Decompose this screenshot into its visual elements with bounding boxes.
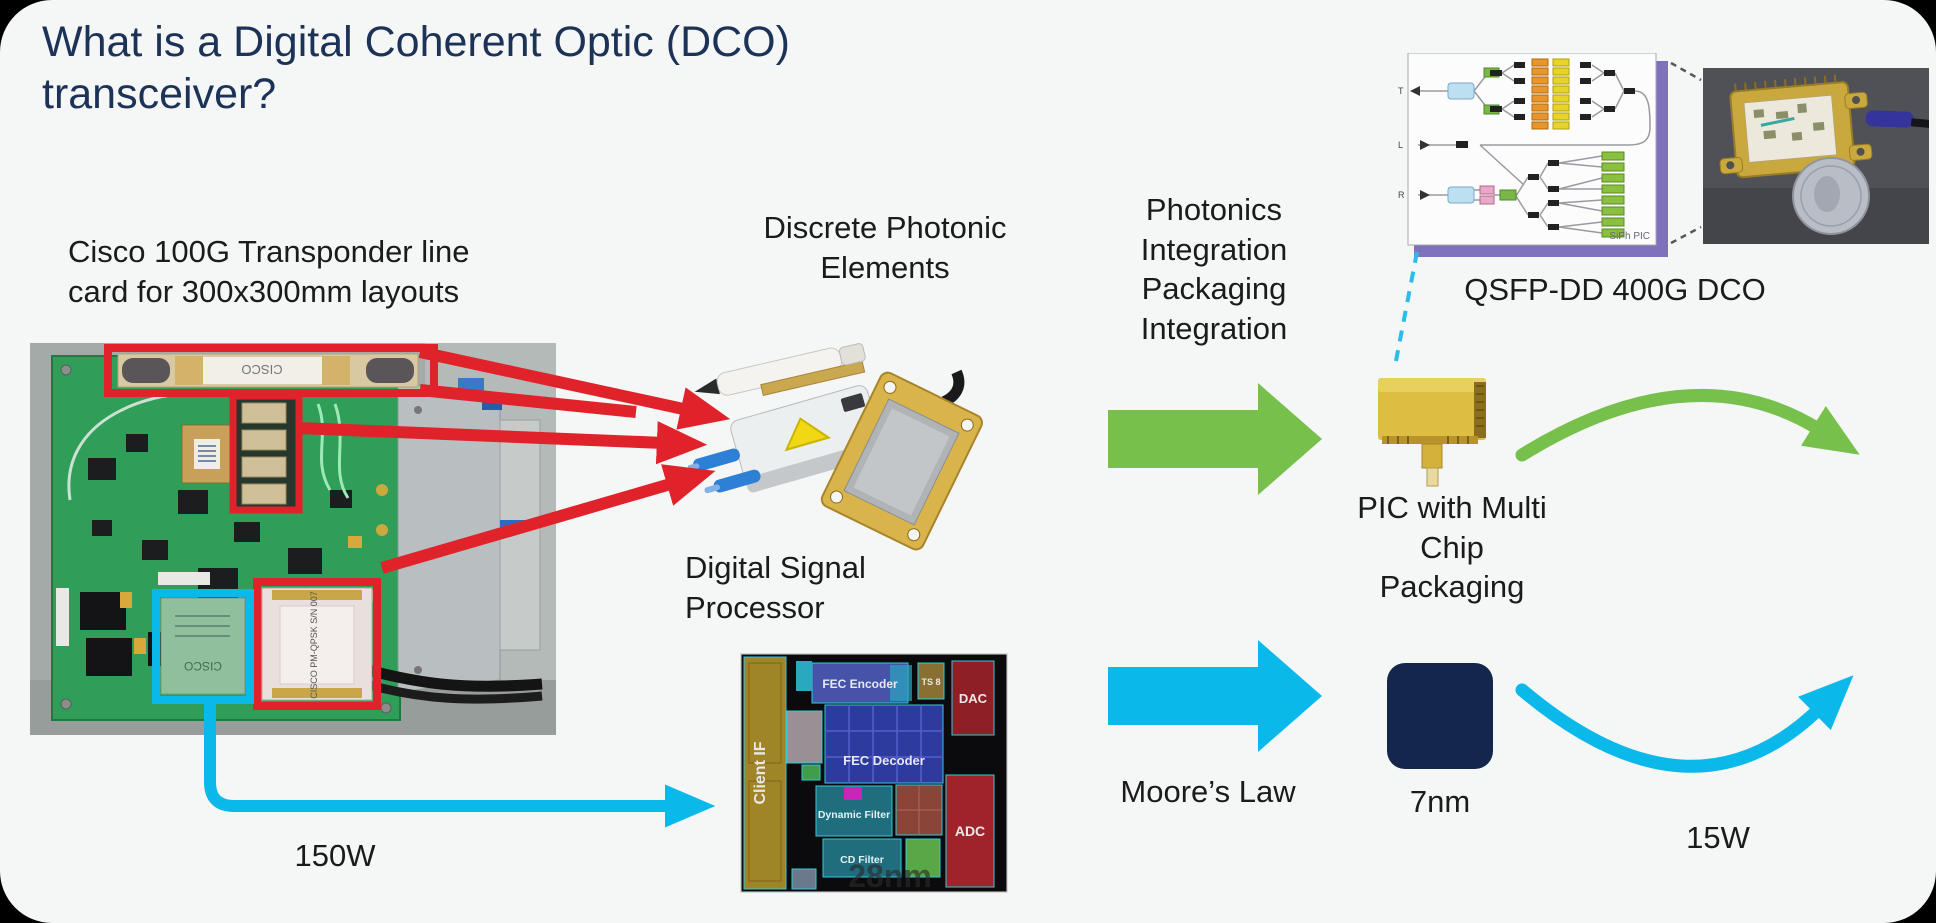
butterfly-package [820, 369, 983, 551]
die-ts [917, 662, 945, 700]
page-title: What is a Digital Coherent Optic (DCO) t… [42, 18, 790, 119]
svg-text:CD Filter: CD Filter [840, 854, 884, 866]
cyan-block-arrow [1108, 640, 1322, 752]
7nm-chip [1387, 663, 1493, 769]
modulator-column [235, 398, 297, 508]
pic-package-image [1378, 378, 1486, 487]
board-caption: Cisco 100G Transponder line card for 300… [68, 234, 470, 309]
gold-bga-chip [181, 424, 233, 484]
svg-text:R: R [1398, 190, 1405, 200]
pm-qpsk-label: CISCO PM-QPSK S/N 007 [309, 591, 319, 699]
svg-text:Dynamic Filter: Dynamic Filter [818, 809, 890, 821]
die-dac [951, 660, 995, 736]
green-block-arrow [1108, 383, 1322, 495]
die-fec-decoder: FEC Decoder [824, 704, 944, 784]
power-150w-label: 150W [294, 838, 376, 873]
photonics-integration-label: Photonics Integration Packaging Integrat… [1140, 192, 1288, 347]
svg-text:DAC: DAC [959, 691, 988, 706]
highlight-red-pmqpsk [253, 578, 381, 710]
7nm-label: 7nm [1409, 784, 1471, 819]
svg-text:TS 8: TS 8 [921, 677, 940, 687]
qsfp-package-photo [1703, 68, 1929, 244]
schematic-ports: T L R [1398, 86, 1405, 200]
schematic-title: SiPh PIC [1609, 231, 1650, 242]
gold-open-package [1719, 74, 1929, 179]
cyan-dashed-link [1393, 251, 1419, 367]
quarter-coin [1792, 157, 1870, 235]
die-process-node-watermark: 28nm [848, 858, 932, 893]
siph-pic-schematic: T L R [1398, 53, 1668, 257]
die-cd-filter [822, 838, 902, 878]
metal-bracket [397, 378, 541, 693]
pic-label: PIC with Multi Chip Packaging [1357, 490, 1547, 605]
moores-law-label: Moore’s Law [1120, 774, 1296, 809]
optical-module-label: CISCO [241, 362, 282, 377]
die-brown-grid [895, 784, 943, 836]
svg-text:Client IF: Client IF [752, 741, 769, 804]
dsp-chip-on-board: CISCO [160, 597, 246, 695]
dsp-label: Digital Signal Processor [685, 550, 866, 625]
red-callout-arrows [297, 346, 731, 574]
schematic-components [1447, 58, 1635, 238]
svg-text:ADC: ADC [955, 823, 985, 839]
highlight-cyan-dsp [152, 589, 254, 704]
qsfp-label: QSFP-DD 400G DCO [1464, 272, 1766, 307]
die-client-if [743, 656, 787, 890]
svg-text:FEC Encoder: FEC Encoder [822, 677, 898, 691]
svg-text:FEC Decoder: FEC Decoder [843, 753, 925, 768]
pm-qpsk-module: CISCO PM-QPSK S/N 007 [261, 587, 373, 701]
cyan-curved-arrow [1515, 675, 1854, 773]
optical-module-top: CISCO [117, 353, 419, 388]
discrete-photonics-label: Discrete Photonic Elements [763, 210, 1007, 285]
die-adc [945, 774, 995, 888]
discrete-photonics-images [688, 343, 983, 551]
white-photonic-module [688, 385, 885, 494]
power-15w-label: 15W [1686, 820, 1750, 855]
cyan-elbow-arrow [204, 700, 716, 828]
highlight-red-middle [229, 392, 303, 514]
green-curved-arrow [1515, 388, 1860, 462]
svg-text:T: T [1398, 86, 1404, 96]
dsp-chip-label: CISCO [184, 659, 222, 673]
transponder-board-photo: CISCO CISCO PM-QPSK S/N 007 CISCO [30, 343, 556, 735]
die-dynamic-filter: Dynamic Filter [815, 785, 893, 837]
dsp-die-image: Client IF FEC Encoder TS 8 DAC FEC Decod… [740, 653, 1008, 893]
svg-text:L: L [1398, 140, 1403, 150]
schematic-photo-links [1670, 61, 1702, 245]
